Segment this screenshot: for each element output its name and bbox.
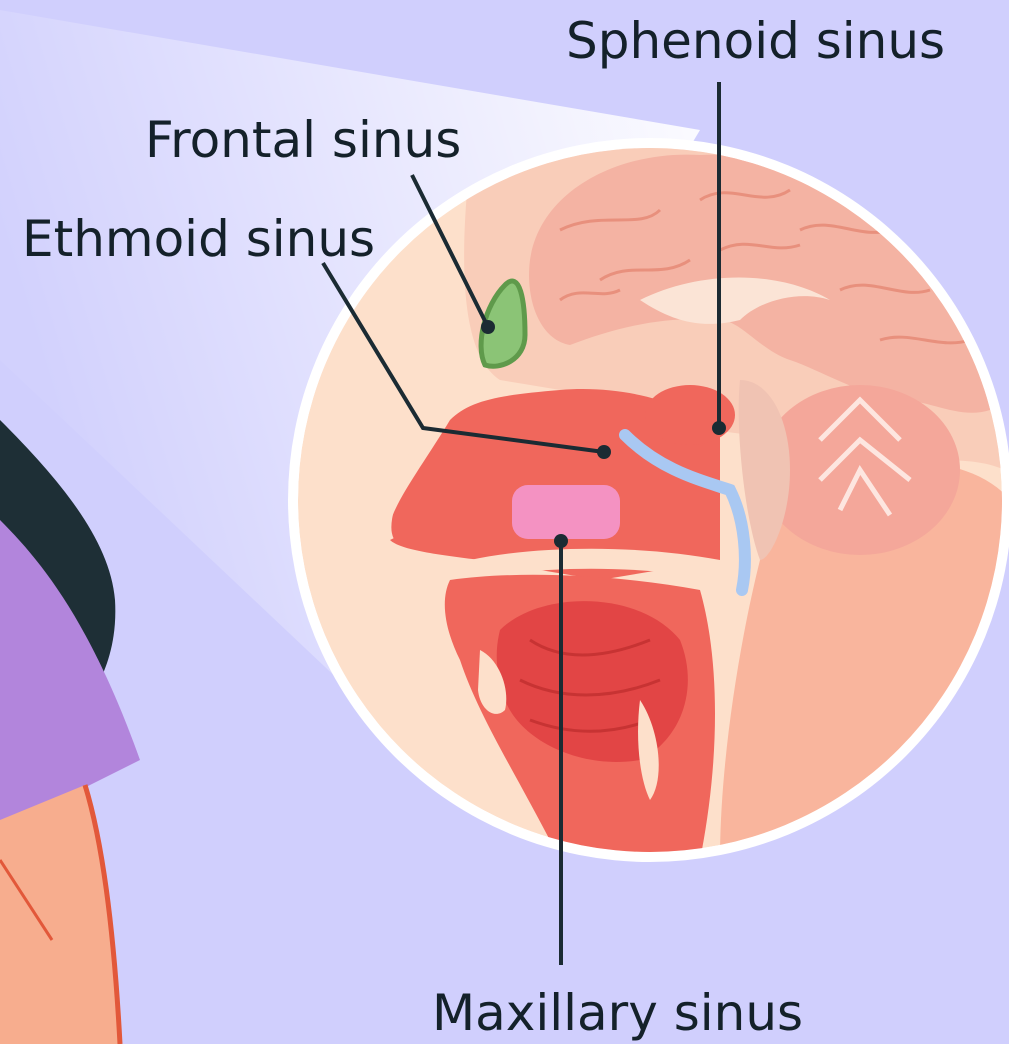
label-sphenoid-sinus: Sphenoid sinus bbox=[566, 12, 945, 70]
sphenoid-dot bbox=[712, 421, 726, 435]
maxillary-sinus-shape bbox=[512, 485, 620, 539]
sphenoid-sinus-shape bbox=[645, 385, 735, 445]
frontal-dot bbox=[481, 320, 495, 334]
label-maxillary-sinus: Maxillary sinus bbox=[432, 984, 803, 1042]
label-ethmoid-sinus: Ethmoid sinus bbox=[22, 210, 375, 268]
ethmoid-dot bbox=[597, 445, 611, 459]
label-frontal-sinus: Frontal sinus bbox=[145, 111, 461, 169]
maxillary-dot bbox=[554, 534, 568, 548]
